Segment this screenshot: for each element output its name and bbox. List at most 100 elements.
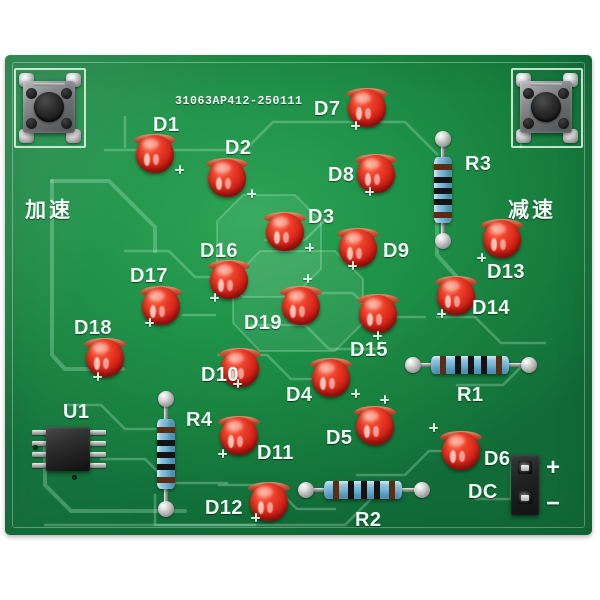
resistor-band <box>455 356 461 374</box>
resistor-band <box>434 164 452 170</box>
switch-corner-pin <box>26 118 37 129</box>
tactile-switch-body[interactable] <box>520 81 572 133</box>
label-d6: D6 <box>484 448 511 470</box>
polarity-plus-icon <box>437 309 446 318</box>
switch-corner-pin <box>61 88 72 99</box>
label-d8: D8 <box>328 164 355 186</box>
connector-terminal-plus[interactable] <box>518 461 532 474</box>
label-r2: R2 <box>355 509 382 531</box>
polarity-plus-icon <box>348 261 357 270</box>
switch-plunger[interactable] <box>34 92 64 122</box>
decelerate-switch[interactable] <box>511 68 583 148</box>
resistor-band <box>374 481 380 499</box>
resistor-band <box>440 356 446 374</box>
silkscreen-layer: 31063AP412-250111 加速 减速 D1 D2 D3 D4 D5 D… <box>5 55 592 535</box>
polarity-plus-icon <box>477 253 486 262</box>
polarity-plus-icon <box>429 423 438 432</box>
resistor-body <box>431 356 509 374</box>
switch-corner-pin <box>558 88 569 99</box>
label-d14: D14 <box>472 297 510 319</box>
polarity-plus-icon <box>145 318 154 327</box>
terminal-screw <box>521 495 529 501</box>
polarity-plus-icon <box>373 331 382 340</box>
led-d10 <box>219 348 261 387</box>
switch-top-bar <box>33 83 65 86</box>
led-d8 <box>355 154 397 193</box>
polarity-plus-icon <box>351 121 360 130</box>
led-d5 <box>354 406 396 445</box>
led-d11 <box>218 416 260 455</box>
solder-joint <box>414 482 430 498</box>
solder-joint <box>158 391 174 407</box>
polarity-plus-icon <box>218 449 227 458</box>
polarity-plus-icon <box>175 165 184 174</box>
resistor-r2 <box>298 476 430 504</box>
led-d14 <box>435 276 477 315</box>
switch-corner-pin <box>61 118 72 129</box>
led-d18 <box>84 338 126 377</box>
label-d9: D9 <box>383 240 410 262</box>
resistor-body <box>324 481 402 499</box>
label-d2: D2 <box>225 137 252 159</box>
label-d19: D19 <box>244 312 282 334</box>
resistor-lead <box>409 363 435 367</box>
solder-joint <box>405 357 421 373</box>
resistor-band <box>348 481 354 499</box>
resistor-band <box>481 356 487 374</box>
resistor-band <box>434 188 452 194</box>
resistor-band <box>434 212 452 218</box>
led-d15 <box>357 294 399 333</box>
solder-joint <box>435 131 451 147</box>
accelerate-switch[interactable] <box>14 68 86 148</box>
resistor-band <box>157 440 175 446</box>
resistor-lead <box>400 488 426 492</box>
resistor-lead <box>164 395 168 423</box>
label-r1: R1 <box>457 384 484 406</box>
resistor-band <box>389 481 395 499</box>
components-layer <box>5 55 592 535</box>
ic-pin <box>90 441 106 446</box>
solder-joint <box>435 233 451 249</box>
ic-pin <box>90 452 106 457</box>
ic-pin <box>32 452 48 457</box>
resistor-r4 <box>152 391 180 517</box>
resistor-band <box>157 464 175 470</box>
resistor-band <box>434 177 452 183</box>
connector-terminal-minus[interactable] <box>518 491 532 504</box>
polarity-plus-icon <box>305 243 314 252</box>
resistor-band <box>361 481 367 499</box>
label-dc-minus: − <box>546 490 561 517</box>
ic-pin <box>32 430 48 435</box>
polarity-plus-icon <box>210 293 219 302</box>
resistor-band <box>157 427 175 433</box>
led-d9 <box>337 228 379 267</box>
ic-pin <box>90 463 106 468</box>
led-d19 <box>280 286 322 325</box>
label-d5: D5 <box>326 427 353 449</box>
polarity-plus-icon <box>303 274 312 283</box>
resistor-r1 <box>405 351 537 379</box>
label-d3: D3 <box>308 206 335 228</box>
led-d17 <box>140 286 182 325</box>
pcb-board: 31063AP412-250111 加速 减速 D1 D2 D3 D4 D5 D… <box>5 55 592 535</box>
dc-connector[interactable] <box>511 455 539 515</box>
label-dc-plus: + <box>546 454 561 481</box>
tactile-switch-body[interactable] <box>23 81 75 133</box>
label-d15: D15 <box>350 339 388 361</box>
ic-body <box>46 427 90 471</box>
led-d13 <box>481 219 523 258</box>
accelerate-label: 加速 <box>25 199 73 222</box>
switch-plunger[interactable] <box>531 92 561 122</box>
resistor-lead <box>441 135 445 161</box>
solder-joint <box>521 357 537 373</box>
resistor-lead <box>164 485 168 513</box>
label-d1: D1 <box>153 114 180 136</box>
led-d16 <box>208 260 250 299</box>
led-d3 <box>264 212 306 251</box>
resistor-body <box>157 419 175 489</box>
resistor-lead <box>507 363 533 367</box>
ic-pin <box>32 441 48 446</box>
polarity-plus-icon <box>93 372 102 381</box>
label-d12: D12 <box>205 497 243 519</box>
